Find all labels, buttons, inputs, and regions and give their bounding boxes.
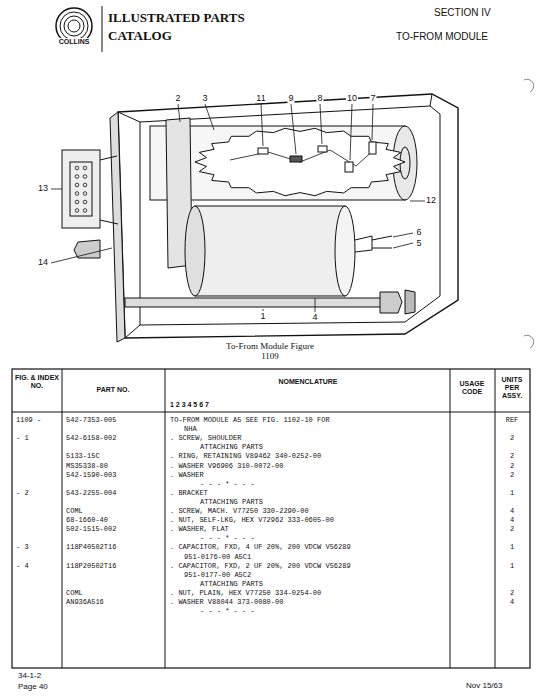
callout-number: 12 — [425, 195, 437, 205]
callout-number: 8 — [316, 93, 323, 103]
column-header: NOMENCLATURE — [279, 378, 338, 386]
column-header: USAGE CODE — [452, 380, 492, 396]
nomenclature: . WASHER V88044 373-0080-00 — [170, 598, 283, 606]
part-number: 118P20502T16 — [66, 562, 116, 570]
nomenclature: . WASHER — [170, 471, 204, 479]
units-per-assembly: 4 — [510, 507, 514, 515]
nomenclature: . WASHER, FLAT — [170, 525, 229, 533]
callout-number: 11 — [255, 93, 266, 103]
callout-number: 6 — [415, 227, 422, 237]
units-per-assembly: 4 — [510, 516, 514, 524]
section-label: SECTION IV — [434, 7, 491, 19]
callout-number: 4 — [311, 312, 318, 322]
units-per-assembly: 2 — [510, 462, 514, 470]
nomenclature: NHA — [184, 425, 197, 433]
callout-number: 13 — [37, 183, 49, 193]
part-number: MS35338-80 — [66, 462, 108, 470]
units-per-assembly: 2 — [510, 452, 514, 460]
page-number: Page 40 — [18, 682, 48, 691]
callout-number: 7 — [369, 93, 376, 103]
index-number: - 3 — [16, 543, 29, 551]
units-per-assembly: 2 — [510, 471, 514, 479]
nomenclature: . CAPACITOR, FXD, 4 UF 20%, 200 VDCW V56… — [170, 543, 351, 551]
nomenclature: . NUT, SELF-LKG, HEX V72962 333-0605-00 — [170, 516, 334, 524]
catalog-title: ILLUSTRATED PARTS CATALOG — [108, 9, 283, 44]
index-number: - 1 — [16, 434, 29, 442]
callout-number: 2 — [174, 93, 181, 103]
column-header: 1 2 3 4 5 6 7 — [170, 401, 209, 409]
logo-text: COLLINS — [58, 38, 91, 46]
callout-number: 10 — [346, 93, 358, 103]
column-header: PART NO. — [68, 386, 158, 394]
nomenclature: . SCREW, SHOULDER — [170, 434, 241, 442]
units-per-assembly: 1 — [510, 543, 514, 551]
nomenclature: . SCREW, MACH. V77250 330-2290-00 — [170, 507, 309, 515]
nomenclature: - - - * - - - — [200, 607, 255, 615]
nomenclature: . CAPACITOR, FXD, 2 UF 20%, 200 VDCW V56… — [170, 562, 351, 570]
units-per-assembly: 2 — [510, 525, 514, 533]
part-number: 542-6158-002 — [66, 434, 116, 442]
page-date: Nov 15/63 — [466, 681, 502, 690]
callout-number: 3 — [201, 93, 208, 103]
callout-number: 1 — [259, 311, 266, 321]
nomenclature: ATTACHING PARTS — [200, 498, 263, 506]
part-number: 5133-15C — [66, 452, 100, 460]
part-number: 118P40502T16 — [66, 543, 116, 551]
nomenclature: . NUT, PLAIN, HEX V77250 334-0254-00 — [170, 589, 321, 597]
index-number: - 2 — [16, 489, 29, 497]
part-number: 502-1515-002 — [66, 525, 116, 533]
column-header: UNITS PER ASSY. — [496, 376, 528, 400]
callout-number: 5 — [415, 238, 422, 248]
index-number: 1109 - — [16, 416, 41, 424]
units-per-assembly: 4 — [510, 598, 514, 606]
part-number: 542-1590-003 — [66, 471, 116, 479]
units-per-assembly: 1 — [510, 489, 514, 497]
part-number: 68-1660-40 — [66, 516, 108, 524]
units-per-assembly: 2 — [510, 589, 514, 597]
page-code: 34-1-2 — [18, 671, 41, 680]
part-number: 542-7353-005 — [66, 416, 116, 424]
part-number: AN936A516 — [66, 598, 104, 606]
part-number: 543-2255-004 — [66, 489, 116, 497]
nomenclature: . BRACKET — [170, 489, 208, 497]
column-header: FIG. & INDEX NO. — [15, 374, 59, 390]
units-per-assembly: 2 — [510, 434, 514, 442]
figure-caption: To-From Module Figure 1109 — [225, 341, 315, 362]
nomenclature: 951-0176-00 A5C1 — [184, 553, 251, 561]
nomenclature: - - - * - - - — [200, 480, 255, 488]
nomenclature: . RING, RETAINING V89462 340-0252-00 — [170, 452, 321, 460]
part-number: COML — [66, 507, 83, 515]
nomenclature: ATTACHING PARTS — [200, 580, 263, 588]
units-per-assembly: 1 — [510, 562, 514, 570]
nomenclature: 951-0177-00 A5C2 — [184, 571, 251, 579]
nomenclature: ATTACHING PARTS — [200, 443, 263, 451]
units-per-assembly: REF — [506, 416, 519, 424]
callout-number: 14 — [37, 257, 49, 267]
index-number: - 4 — [16, 562, 29, 570]
callout-number: 9 — [287, 93, 294, 103]
section-label: TO-FROM MODULE — [396, 31, 488, 43]
part-number: COML — [66, 589, 83, 597]
nomenclature: TO-FROM MODULE A5 SEE FIG. 1102-10 FOR — [170, 416, 330, 424]
nomenclature: - - - * - - - — [200, 534, 255, 542]
nomenclature: . WASHER V96906 310-0072-00 — [170, 462, 283, 470]
